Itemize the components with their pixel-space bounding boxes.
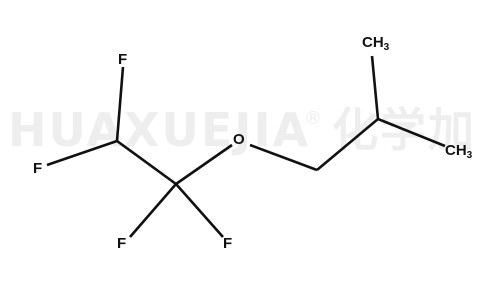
- atom-fluorine-left: F: [33, 160, 42, 177]
- watermark-text: HUAXUEJIA: [8, 103, 310, 157]
- atom-methyl-right: CH3: [445, 142, 473, 161]
- atom-fluorine-bottom-left: F: [117, 235, 126, 252]
- methyl-right-subscript: 3: [467, 150, 473, 161]
- atom-fluorine-bottom-right: F: [223, 235, 232, 252]
- methyl-right-element: CH: [445, 142, 467, 159]
- bond-c2-to-f-bottom-right: [175, 183, 224, 238]
- bond-c2-to-f-bottom-left: [129, 183, 177, 238]
- bond-oxygen-to-ch2: [249, 143, 318, 172]
- atom-labels: F F F F O CH3 CH3: [33, 34, 473, 252]
- methyl-top-element: CH: [362, 34, 384, 51]
- bond-ch-to-methyl-top: [370, 55, 380, 120]
- watermark-registered-mark: ®: [304, 108, 322, 129]
- bond-ch-to-methyl-right: [377, 117, 446, 148]
- atom-fluorine-top: F: [118, 51, 127, 68]
- bond-f-top-to-c1: [115, 66, 125, 142]
- bond-c2-to-oxygen: [175, 143, 233, 186]
- bond-c1-to-c2: [116, 139, 177, 186]
- bond-ch2-to-ch: [316, 118, 379, 171]
- bonds: [46, 55, 446, 238]
- atom-oxygen: O: [233, 131, 245, 148]
- atom-methyl-top: CH3: [362, 34, 390, 53]
- methyl-top-subscript: 3: [384, 42, 390, 53]
- bond-c1-to-f-left: [46, 139, 118, 167]
